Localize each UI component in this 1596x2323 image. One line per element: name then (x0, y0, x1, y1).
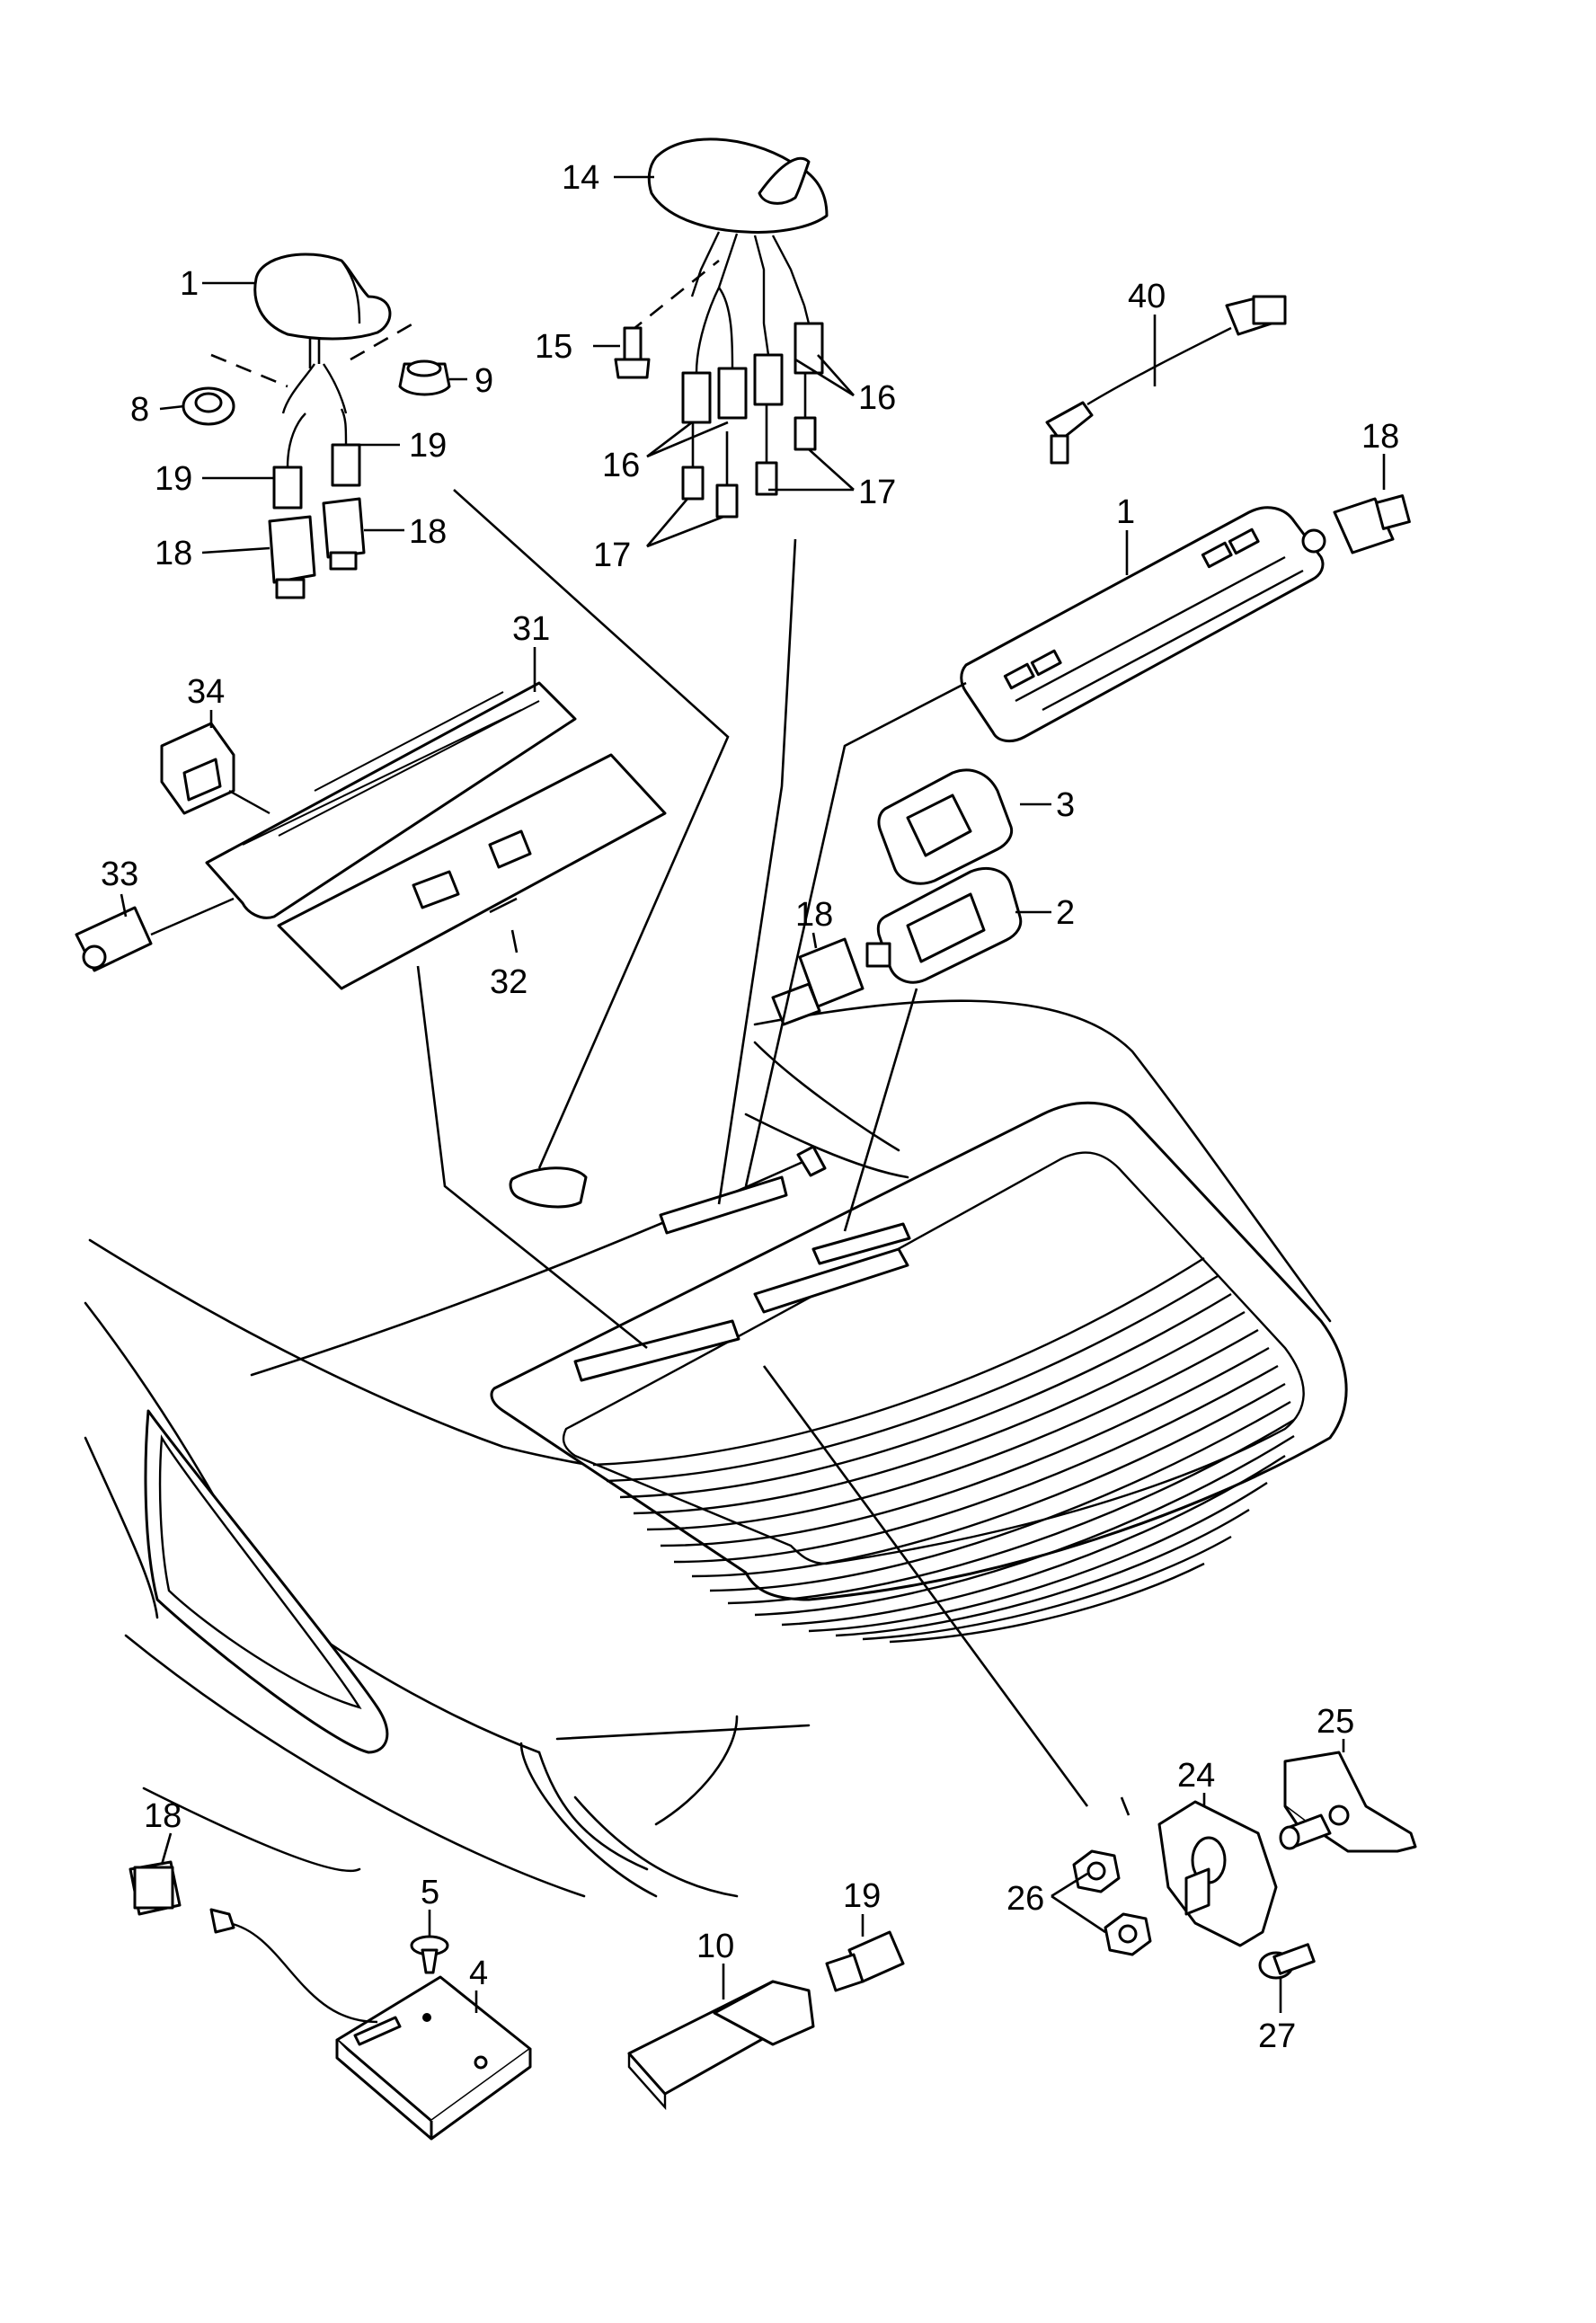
bolt-part-24b (1279, 1813, 1332, 1850)
nut-part-9 (398, 359, 451, 396)
antenna-amplifier-part-1 (960, 506, 1326, 743)
connector-part-18-bottom-left (129, 1860, 182, 1916)
callout-10: 10 (696, 1928, 734, 1965)
clip-part-5 (410, 1935, 449, 1974)
callout-8: 8 (130, 391, 149, 429)
antenna-film-part-31 (205, 681, 577, 919)
callout-25: 25 (1317, 1703, 1354, 1741)
callout-31: 31 (512, 610, 550, 648)
callout-19-bottom: 19 (843, 1877, 881, 1915)
callout-9: 9 (474, 362, 493, 400)
connector-part-34 (160, 722, 270, 815)
bolt-part-15 (614, 326, 651, 379)
callout-33: 33 (101, 856, 138, 893)
callout-1-top-left: 1 (180, 265, 199, 303)
callout-15: 15 (535, 328, 572, 366)
callout-14: 14 (562, 159, 599, 197)
callout-labels: 1 8 9 19 19 18 18 14 15 16 16 17 17 40 1… (101, 159, 1399, 2055)
callout-17-right: 17 (858, 474, 896, 511)
callout-5: 5 (421, 1874, 439, 1911)
module-part-2 (865, 867, 1023, 984)
defroster-lines (592, 1256, 1295, 1644)
roof-antenna-part-14 (647, 137, 829, 519)
callout-17-left: 17 (593, 536, 631, 574)
module-part-10 (627, 1980, 815, 2111)
plate-part-4 (335, 1975, 532, 2141)
connector-part-19-bottom (825, 1930, 905, 1992)
callout-26: 26 (1006, 1880, 1044, 1918)
nuts-part-26 (1072, 1849, 1152, 1956)
connector-part-18-right (1333, 494, 1411, 554)
connector-part-18-top-left (268, 497, 366, 599)
callout-27: 27 (1258, 2017, 1296, 2055)
callout-18-far-right: 18 (1361, 418, 1399, 456)
grommet-part-8 (182, 386, 235, 426)
callout-3: 3 (1056, 786, 1075, 824)
roof-antenna-part-1 (253, 253, 392, 510)
callout-16-left: 16 (602, 447, 640, 484)
callout-2: 2 (1056, 894, 1075, 932)
callout-18-bottom-left: 18 (144, 1797, 182, 1835)
callout-18-mid: 18 (795, 896, 833, 934)
callout-4: 4 (469, 1955, 488, 1992)
antenna-film-part-32 (277, 753, 667, 990)
callout-18-left: 18 (155, 535, 192, 572)
callout-16-right: 16 (858, 379, 896, 417)
connector-part-18-mid (771, 937, 864, 1026)
callout-40: 40 (1128, 278, 1166, 315)
callout-19-left: 19 (155, 460, 192, 498)
car-body (84, 999, 1348, 1898)
bracket-part-24 (1157, 1800, 1278, 1947)
callout-24: 24 (1177, 1757, 1215, 1795)
cable-part-4 (209, 1908, 378, 2024)
callout-19-right: 19 (409, 427, 447, 465)
callout-leaders (120, 175, 1386, 2013)
callout-1-right: 1 (1116, 493, 1135, 531)
pad-part-3 (877, 768, 1014, 885)
callout-34: 34 (187, 673, 225, 711)
connector-part-33 (75, 897, 235, 972)
cable-part-40 (1045, 295, 1287, 465)
callout-32: 32 (490, 963, 528, 1001)
bolt-part-27 (1258, 1943, 1316, 1980)
callout-18-right: 18 (409, 513, 447, 551)
leader-lines (416, 489, 1130, 1816)
